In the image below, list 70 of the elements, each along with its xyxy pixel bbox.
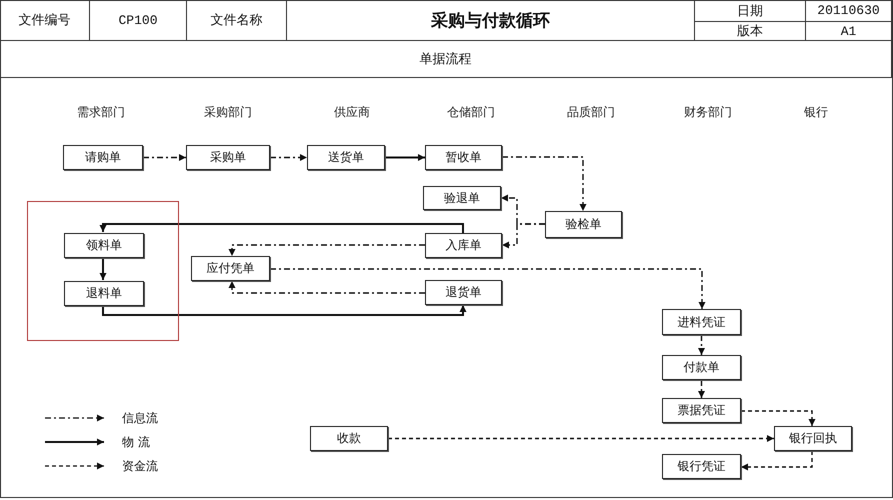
lane-heading: 供应商: [333, 104, 371, 121]
node-label: 验退单: [444, 190, 480, 206]
node-label: 收款: [337, 430, 361, 447]
document-box: [662, 355, 741, 380]
node-label: 进料凭证: [678, 314, 726, 330]
flow-arrow: [270, 268, 706, 309]
header-cell: 20110630: [806, 0, 892, 22]
node-label: 银行回执: [789, 430, 837, 447]
header-cell: A1: [806, 22, 892, 41]
document-box: [191, 256, 270, 281]
header-cell: 文件编号: [0, 0, 90, 41]
node-label: 请购单: [85, 149, 121, 166]
node-label: 暂收单: [446, 149, 482, 166]
node-label: 退料单: [86, 285, 122, 302]
document-box: [64, 233, 144, 258]
lane-heading: 采购部门: [203, 104, 253, 121]
document-box: [425, 233, 502, 258]
node-label: 付款单: [684, 359, 720, 376]
document-box: [186, 145, 270, 170]
node-label: 票据凭证: [678, 402, 726, 419]
node-label: 验检单: [566, 216, 602, 233]
flow-arrow: [270, 154, 307, 161]
document-box: [423, 186, 501, 210]
document-box: [545, 211, 622, 238]
legend-label: 资金流: [122, 458, 158, 475]
node-label: 银行凭证: [678, 458, 726, 475]
flow-arrow: [143, 154, 186, 161]
node-label: 应付凭单: [206, 260, 254, 277]
document-box: [425, 280, 502, 305]
lane-heading: 仓储部门: [446, 104, 496, 121]
header-cell: 文件名称: [187, 0, 287, 41]
title-cell: 采购与付款循环: [287, 0, 695, 41]
flow-arrow: [385, 154, 425, 161]
document-box: [425, 145, 502, 170]
document-box: [662, 454, 741, 479]
document-box: [662, 309, 741, 335]
flow-arrow: [698, 335, 705, 355]
lane-heading: 品质部门: [566, 104, 616, 121]
header-cell: 单据流程: [0, 41, 892, 78]
document-box: [307, 145, 385, 170]
document-box: [310, 426, 388, 451]
legend-label: 信息流: [122, 410, 158, 427]
group-frame: [27, 201, 179, 341]
node-label: 入库单: [446, 237, 482, 254]
node-label: 采购单: [210, 149, 246, 166]
document-box: [662, 398, 741, 423]
lane-heading: 财务部门: [683, 104, 733, 121]
legend-label: 物 流: [122, 434, 150, 451]
flow-arrow: [502, 223, 545, 248]
flow-arrow: [502, 156, 586, 211]
flow-arrow: [741, 451, 813, 470]
lane-heading: 需求部门: [76, 104, 126, 121]
header-cell: CP100: [90, 0, 187, 41]
flow-arrow: [741, 410, 816, 426]
document-box: [774, 426, 852, 451]
flow-arrow: [100, 257, 106, 280]
document-box: [64, 281, 144, 306]
flow-arrow: [102, 305, 466, 316]
flow-arrow: [228, 244, 425, 256]
header-cell: 日期: [695, 0, 806, 22]
header-cell: 版本: [695, 22, 806, 41]
node-label: 领料单: [86, 237, 122, 254]
flow-arrow: [100, 223, 464, 233]
node-label: 退货单: [446, 284, 482, 301]
node-label: 送货单: [328, 149, 364, 166]
lane-heading: 银行: [803, 104, 829, 121]
flow-arrow: [698, 380, 705, 398]
flow-arrow: [388, 435, 774, 442]
document-box: [63, 145, 143, 170]
flow-arrow: [228, 281, 425, 294]
